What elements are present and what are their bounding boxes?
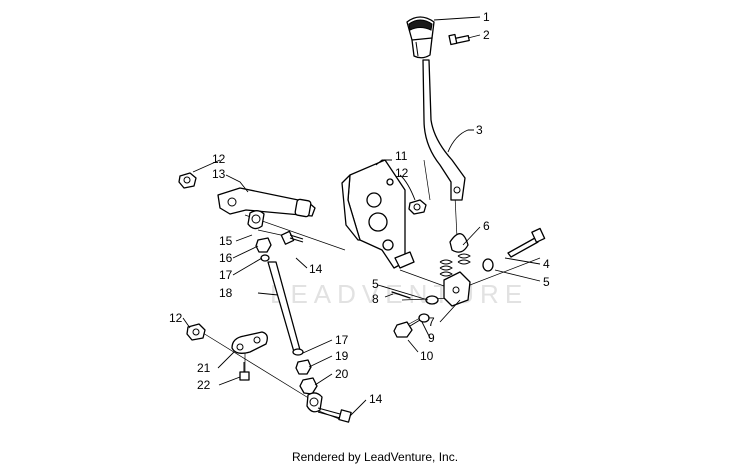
ball-joint-lower (306, 392, 323, 413)
callout-21: 21 (197, 361, 211, 375)
callout-8: 8 (372, 292, 379, 306)
bolt-upper (280, 230, 304, 245)
lower-lever (231, 331, 268, 354)
callout-7: 7 (428, 315, 435, 329)
callout-17-lower: 17 (335, 333, 349, 347)
callout-16: 16 (219, 251, 233, 265)
callout-12-upper: 12 (212, 152, 226, 166)
callout-9: 9 (428, 331, 435, 345)
callout-6: 6 (483, 219, 490, 233)
knob-screw (448, 33, 470, 46)
callout-19: 19 (335, 349, 349, 363)
return-spring (439, 233, 471, 277)
callout-labels: 1 2 3 4 5 5 6 7 8 9 10 11 12 12 12 13 14… (169, 10, 550, 406)
upper-arm-nut (178, 172, 197, 189)
callout-20: 20 (335, 367, 349, 381)
shift-knob (406, 16, 435, 59)
callout-5-left: 5 (372, 277, 379, 291)
callout-11: 11 (395, 149, 408, 163)
lever-screw (239, 362, 250, 381)
callout-14-upper: 14 (309, 262, 323, 276)
leader-lines (182, 16, 541, 417)
callout-4: 4 (543, 257, 550, 271)
mounting-bracket (341, 159, 415, 269)
callout-5-right: 5 (543, 275, 550, 289)
washers (425, 258, 494, 305)
footer-credit: Rendered by LeadVenture, Inc. (291, 450, 459, 464)
callout-13: 13 (212, 167, 226, 181)
bolt-lower (317, 407, 352, 423)
callout-12-lower: 12 (169, 311, 183, 325)
pivot-block (443, 271, 471, 307)
callout-10: 10 (420, 349, 434, 363)
lower-lever-nut (186, 323, 206, 341)
callout-15: 15 (219, 234, 233, 248)
long-bolt (507, 227, 546, 258)
bracket-nut (408, 199, 427, 215)
ball-joint-upper (247, 210, 265, 230)
small-washer (418, 313, 430, 323)
callout-2: 2 (483, 28, 490, 42)
callout-3: 3 (476, 123, 483, 137)
shift-lever (422, 59, 466, 201)
callout-17-upper: 17 (219, 268, 233, 282)
jam-nut-upper (255, 237, 272, 262)
pin (391, 291, 411, 299)
callout-12-bracket: 12 (395, 166, 409, 180)
callout-1: 1 (483, 10, 490, 24)
callout-14-lower: 14 (369, 392, 383, 406)
callout-18: 18 (219, 286, 233, 300)
pivot-bolt (393, 319, 421, 338)
lower-rod-nuts (292, 348, 318, 395)
upper-lever-arm (217, 187, 316, 218)
callout-22: 22 (197, 378, 211, 392)
